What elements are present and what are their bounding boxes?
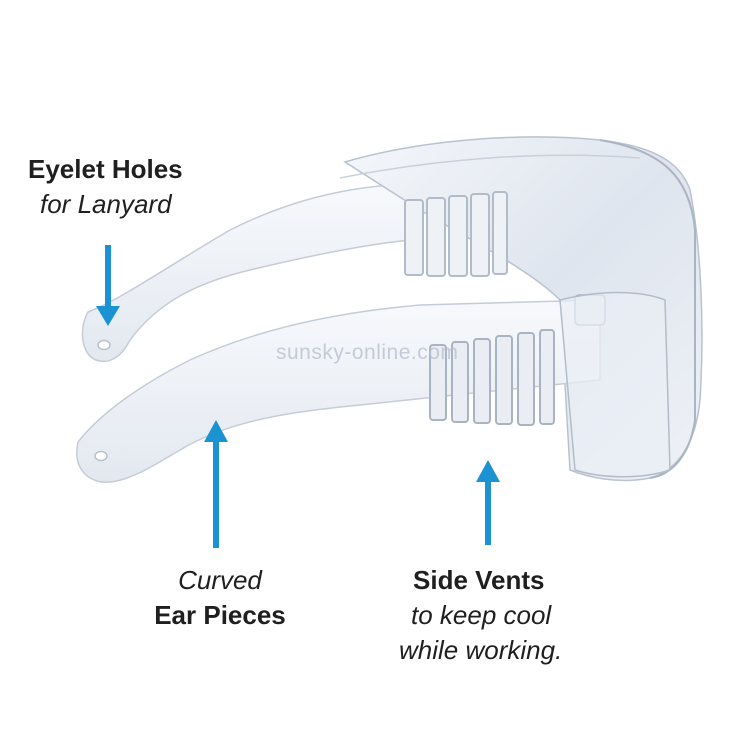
callout-ear-line2: Ear Pieces <box>154 600 286 631</box>
callout-eyelet-title: Eyelet Holes <box>28 154 183 184</box>
callout-vents-line2: to keep cool <box>411 600 552 631</box>
callout-eyelet-subtitle: for Lanyard <box>40 189 172 220</box>
back-temple-arm <box>81 184 421 362</box>
callout-ear-line1: Curved <box>178 565 262 595</box>
callout-ear-pieces: Curved Ear Pieces <box>130 563 310 633</box>
ear-pieces-arrow <box>204 420 228 548</box>
callout-side-vents: Side Vents to keep cool while working. <box>395 563 595 668</box>
front-side-vents <box>429 329 555 426</box>
back-side-vents <box>404 191 508 277</box>
back-eyelet-hole <box>97 339 111 351</box>
side-vents-arrow <box>476 460 500 545</box>
callout-vents-title: Side Vents <box>413 565 545 595</box>
callout-eyelet-holes: Eyelet Holes for Lanyard <box>28 152 228 222</box>
front-eyelet-hole <box>94 450 108 462</box>
watermark-text: sunsky-online.com <box>276 341 459 364</box>
eyelet-arrow <box>96 245 120 326</box>
callout-vents-line3: while working. <box>399 635 563 666</box>
front-side-shield <box>559 291 671 478</box>
